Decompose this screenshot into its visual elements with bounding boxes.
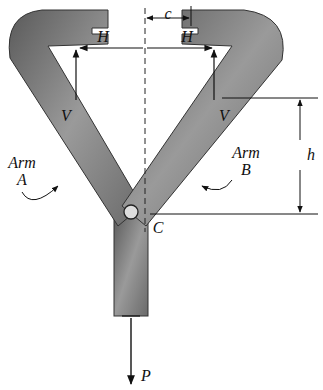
part-label: Arm A	[5, 155, 39, 189]
arm-b	[122, 10, 283, 226]
center-line	[145, 8, 146, 232]
dimension-line	[300, 170, 301, 212]
arm-a	[9, 10, 142, 226]
force-arrow	[75, 50, 76, 100]
load-label: P	[141, 368, 151, 385]
dimension-tick	[191, 6, 192, 26]
dimension-label: h	[307, 147, 315, 164]
force-arrow	[147, 47, 212, 48]
extension-line	[150, 214, 318, 215]
force-label: H	[97, 29, 109, 46]
dimension-line	[300, 100, 301, 140]
force-arrow	[213, 50, 214, 100]
load-arrow	[130, 318, 131, 384]
dimension-label: c	[164, 6, 171, 23]
stem-end	[122, 315, 140, 316]
force-label: V	[61, 108, 71, 125]
leader-line	[22, 186, 58, 200]
extension-line	[222, 98, 318, 99]
force-label: H	[181, 29, 193, 46]
part-label: Arm B	[229, 145, 263, 179]
leader-line	[202, 180, 232, 190]
stem	[114, 212, 148, 316]
force-arrow	[80, 47, 143, 48]
pin	[124, 205, 138, 219]
point-label: C	[153, 220, 164, 237]
force-label: V	[219, 108, 229, 125]
